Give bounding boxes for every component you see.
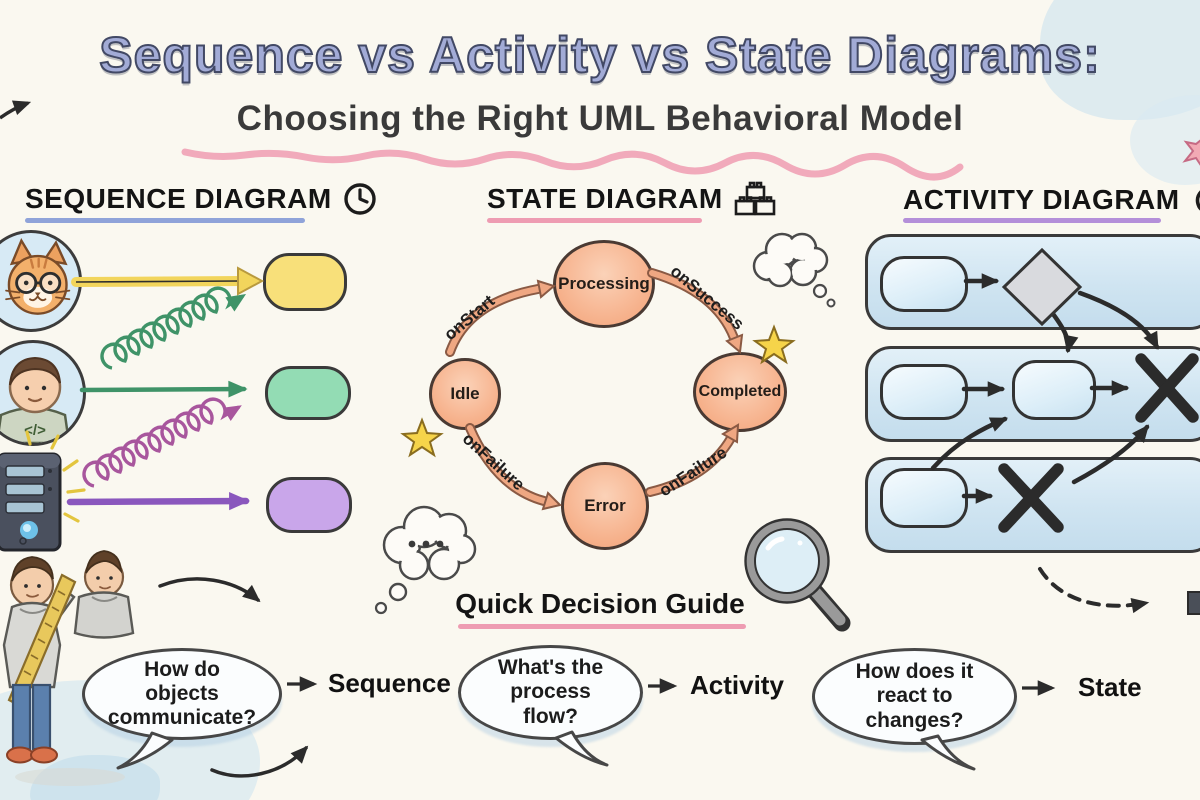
sequence-heading-label: SEQUENCE DIAGRAM: [25, 183, 332, 214]
transition-label-onfailure-right: onFailure: [655, 442, 731, 501]
state-label-idle: Idle: [450, 384, 480, 403]
state-node-completed: Completed: [693, 352, 787, 432]
state-heading-underline: [487, 218, 702, 223]
state-label-error: Error: [584, 496, 626, 515]
sequence-arrow-purple: [66, 491, 250, 511]
sequence-arrow-yellow: [71, 266, 265, 296]
activity-heading-underline: [903, 218, 1161, 223]
kids-illustration: [0, 545, 155, 800]
sequence-section-heading: SEQUENCE DIAGRAM: [25, 181, 378, 217]
transition-label-onfailure-left: onFailure: [458, 428, 529, 495]
state-node-idle: Idle: [429, 358, 501, 430]
activity-node-2: [880, 364, 968, 420]
guide-answer-activity: Activity: [690, 670, 784, 700]
cat-avatar: [0, 230, 82, 332]
sequence-spiral-magenta: [82, 397, 242, 488]
state-label-processing: Processing: [558, 274, 650, 293]
guide-answer-state: State: [1078, 672, 1142, 702]
guide-bubble-sequence: How do objects communicate?: [82, 648, 282, 740]
cat-illustration: [5, 238, 71, 315]
cycle-icon: [1195, 189, 1200, 211]
server-avatar: [0, 450, 82, 559]
transition-label-onstart: onStart: [440, 291, 499, 345]
activity-node-4: [880, 468, 968, 528]
activity-node-3: [1012, 360, 1096, 420]
developer-avatar: </>: [0, 340, 86, 446]
state-label-completed: Completed: [698, 383, 782, 400]
guide-question-state: How does it react to changes?: [855, 660, 974, 732]
guide-bubble-state: How does it react to changes?: [812, 648, 1017, 745]
guide-question-sequence: How do objects communicate?: [107, 657, 257, 730]
activity-section-heading: ACTIVITY DIAGRAM: [903, 181, 1200, 219]
code-glyph: </>: [24, 422, 46, 439]
transition-label-onsuccess: onSuccess: [666, 261, 748, 334]
state-node-processing: Processing: [553, 240, 655, 328]
sequence-spiral-green: [100, 286, 247, 370]
message-pill-yellow: [263, 253, 347, 311]
message-pill-purple: [266, 477, 352, 533]
server-illustration: [0, 452, 62, 552]
guide-heading-underline: [458, 624, 746, 629]
star-icon-idle: [400, 417, 444, 458]
page-title: Sequence vs Activity vs State Diagrams:: [98, 26, 1101, 84]
state-heading-label: STATE DIAGRAM: [487, 183, 723, 214]
sequence-arrow-green: [79, 380, 248, 398]
activity-node-1: [880, 256, 968, 312]
message-pill-green: [265, 366, 351, 420]
guide-bubble-activity: What's the process flow?: [458, 645, 643, 740]
page-subtitle: Choosing the Right UML Behavioral Model: [236, 99, 964, 138]
guide-answer-sequence: Sequence: [328, 668, 451, 698]
guide-question-activity: What's the process flow?: [497, 656, 604, 728]
activity-heading-label: ACTIVITY DIAGRAM: [903, 184, 1180, 215]
state-node-error: Error: [561, 462, 649, 550]
subtitle-underline: [181, 148, 964, 181]
developer-illustration: </>: [0, 356, 71, 443]
thought-cloud-icon: [752, 232, 836, 308]
state-section-heading: STATE DIAGRAM: [487, 181, 779, 217]
bricks-icon: [734, 181, 775, 216]
sequence-heading-underline: [25, 218, 305, 223]
clock-icon: [344, 183, 376, 215]
guide-heading: Quick Decision Guide: [455, 588, 745, 619]
